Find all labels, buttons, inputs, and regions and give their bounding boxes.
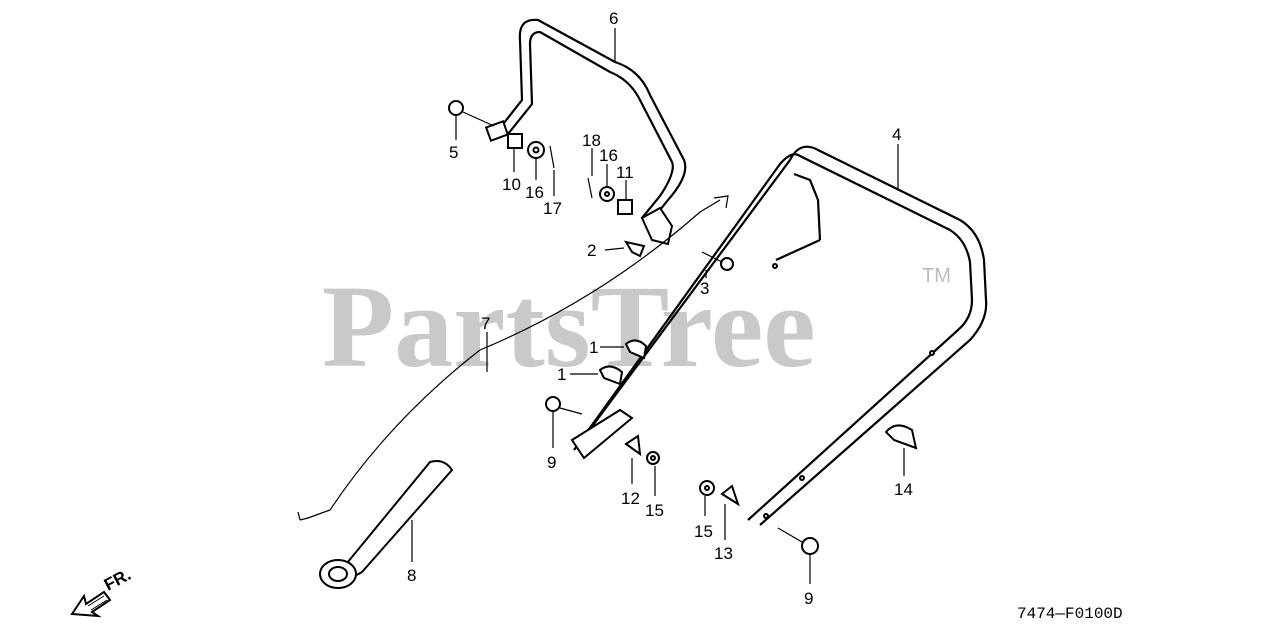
front-direction-indicator: FR. (70, 565, 134, 618)
callout-17: 17 (543, 199, 562, 218)
watermark-text: PartsTree (322, 261, 816, 392)
callout-1a: 1 (589, 338, 598, 357)
callout-9a: 9 (547, 453, 556, 472)
callout-6: 6 (609, 9, 618, 28)
callout-12: 12 (621, 489, 640, 508)
lower-handle-part (570, 145, 988, 526)
grip-part (319, 460, 454, 589)
callout-3: 3 (700, 279, 709, 298)
diagram-code: 7474—F0100D (1017, 605, 1123, 623)
callout-16b: 16 (599, 146, 618, 165)
callout-16a: 16 (525, 183, 544, 202)
front-label: FR. (101, 565, 134, 595)
callout-1b: 1 (557, 365, 566, 384)
callout-4: 4 (892, 125, 901, 144)
callout-10: 10 (502, 175, 521, 194)
callout-14: 14 (894, 480, 913, 499)
upper-handle-part (484, 18, 687, 246)
callout-18: 18 (582, 131, 601, 150)
callout-labels: 6 5 10 16 17 18 16 11 4 2 3 7 1 1 9 12 1… (407, 9, 913, 608)
control-cable-part (297, 195, 729, 521)
hardware-parts (448, 100, 918, 555)
callout-13: 13 (714, 544, 733, 563)
callout-5: 5 (449, 143, 458, 162)
callout-15a: 15 (645, 501, 664, 520)
callout-11: 11 (616, 163, 634, 182)
leader-lines (411, 28, 905, 584)
watermark-trademark: TM (922, 265, 951, 287)
callout-8: 8 (407, 566, 416, 585)
callout-2: 2 (587, 241, 596, 260)
callout-15b: 15 (694, 522, 713, 541)
callout-7: 7 (481, 314, 490, 333)
callout-9b: 9 (804, 589, 813, 608)
